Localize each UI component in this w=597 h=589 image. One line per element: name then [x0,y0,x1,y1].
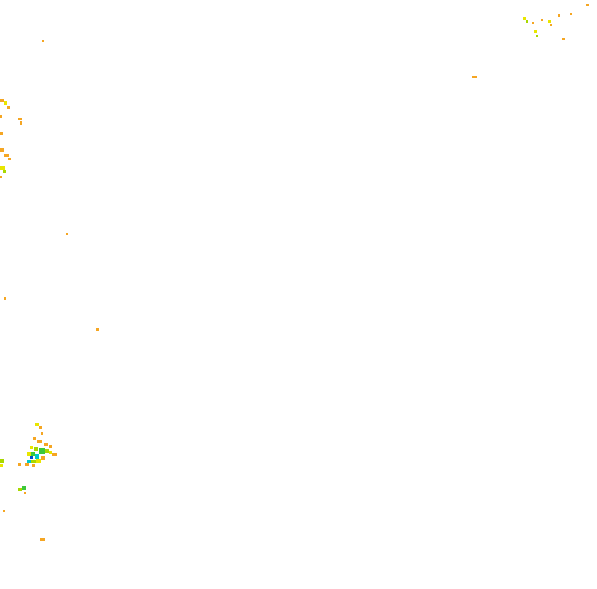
precipitation-cell [35,423,39,426]
precipitation-cell [8,158,11,160]
precipitation-cells [0,4,589,541]
precipitation-cell [49,451,52,454]
precipitation-cell [3,510,5,512]
precipitation-cell [30,456,33,459]
precipitation-cell [37,440,42,443]
precipitation-cell [18,463,21,466]
precipitation-cell [18,118,22,120]
precipitation-cell [472,76,477,78]
precipitation-cell [526,20,528,23]
precipitation-cell [49,445,52,448]
precipitation-cell [35,454,39,459]
precipitation-cell [27,460,31,463]
precipitation-cell [39,426,42,429]
precipitation-cell [36,459,41,463]
precipitation-cell [24,492,26,494]
precipitation-cell [4,154,9,157]
precipitation-cell [39,448,45,454]
precipitation-cell [558,14,560,17]
precipitation-cell [3,170,6,173]
precipitation-cell [532,22,534,24]
precipitation-cell [31,452,35,456]
precipitation-cell [30,446,33,449]
precipitation-cell [45,449,49,453]
precipitation-cell [570,13,572,15]
precipitation-cell [536,35,538,37]
precipitation-cell [0,176,2,178]
precipitation-cell [534,30,537,33]
precipitation-cell [33,437,36,440]
precipitation-cell [44,443,48,446]
precipitation-cell [25,463,29,466]
precipitation-cell [18,488,22,491]
precipitation-cell [41,432,43,435]
precipitation-cell [52,453,57,456]
precipitation-cell [20,121,22,125]
precipitation-cell [0,148,4,152]
precipitation-cell [22,486,26,490]
precipitation-cell [523,17,526,20]
precipitation-cell [548,20,551,23]
precipitation-cell [586,4,589,6]
precipitation-cell [0,115,2,118]
precipitation-cell [4,297,6,300]
precipitation-cell [40,538,45,541]
precipitation-cell [541,19,543,21]
precipitation-cell [31,460,36,463]
precipitation-cell [27,452,31,456]
precipitation-cell [562,38,565,40]
precipitation-cell [0,132,3,135]
precipitation-cell [4,101,7,105]
precipitation-cell [41,456,45,460]
precipitation-cell [66,233,68,235]
precipitation-cell [0,99,4,102]
precipitation-cell [42,40,44,42]
precipitation-cell [550,24,552,26]
precipitation-cell [96,328,99,331]
precipitation-cell [0,166,5,170]
precipitation-cell [0,459,4,463]
precipitation-cell [7,106,10,109]
precipitation-cell [0,464,3,467]
precipitation-cell [32,464,35,467]
precipitation-cell [34,447,38,451]
